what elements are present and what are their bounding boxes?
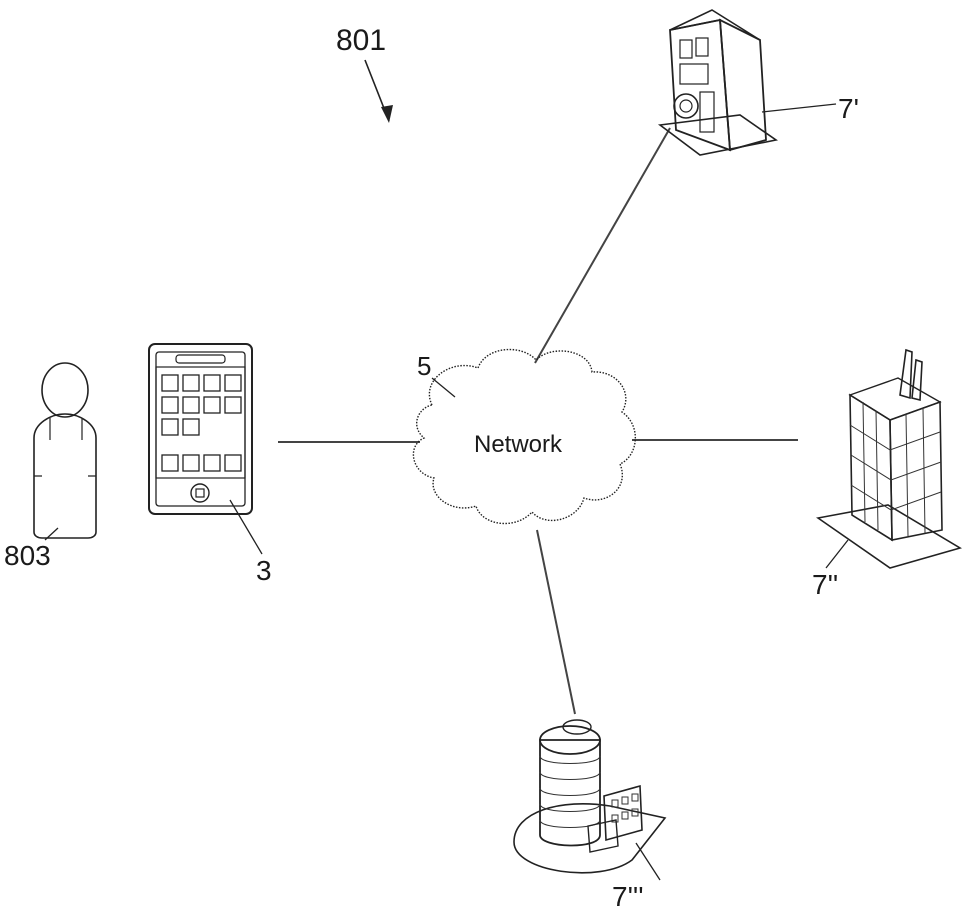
office-complex-icon (513, 719, 667, 874)
connection-lines (278, 127, 798, 715)
figure-arrow-icon (364, 59, 393, 123)
kiosk-machine-icon (657, 9, 779, 156)
link-network-office (536, 529, 576, 715)
person-icon (33, 362, 97, 539)
skyscraper-building-icon (815, 348, 962, 569)
device-ref: 3 (256, 555, 272, 586)
kiosk-ref: 7' (838, 93, 859, 124)
skyscraper-ref: 7'' (812, 569, 838, 600)
link-network-kiosk (534, 127, 671, 364)
figure-label: 801 (336, 24, 386, 57)
smartphone-icon (148, 343, 253, 515)
network-label: Network (474, 431, 563, 458)
network-cloud: Network (412, 348, 637, 525)
person-ref: 803 (4, 540, 51, 571)
office-ref: 7''' (612, 881, 644, 912)
network-ref: 5 (417, 351, 431, 381)
